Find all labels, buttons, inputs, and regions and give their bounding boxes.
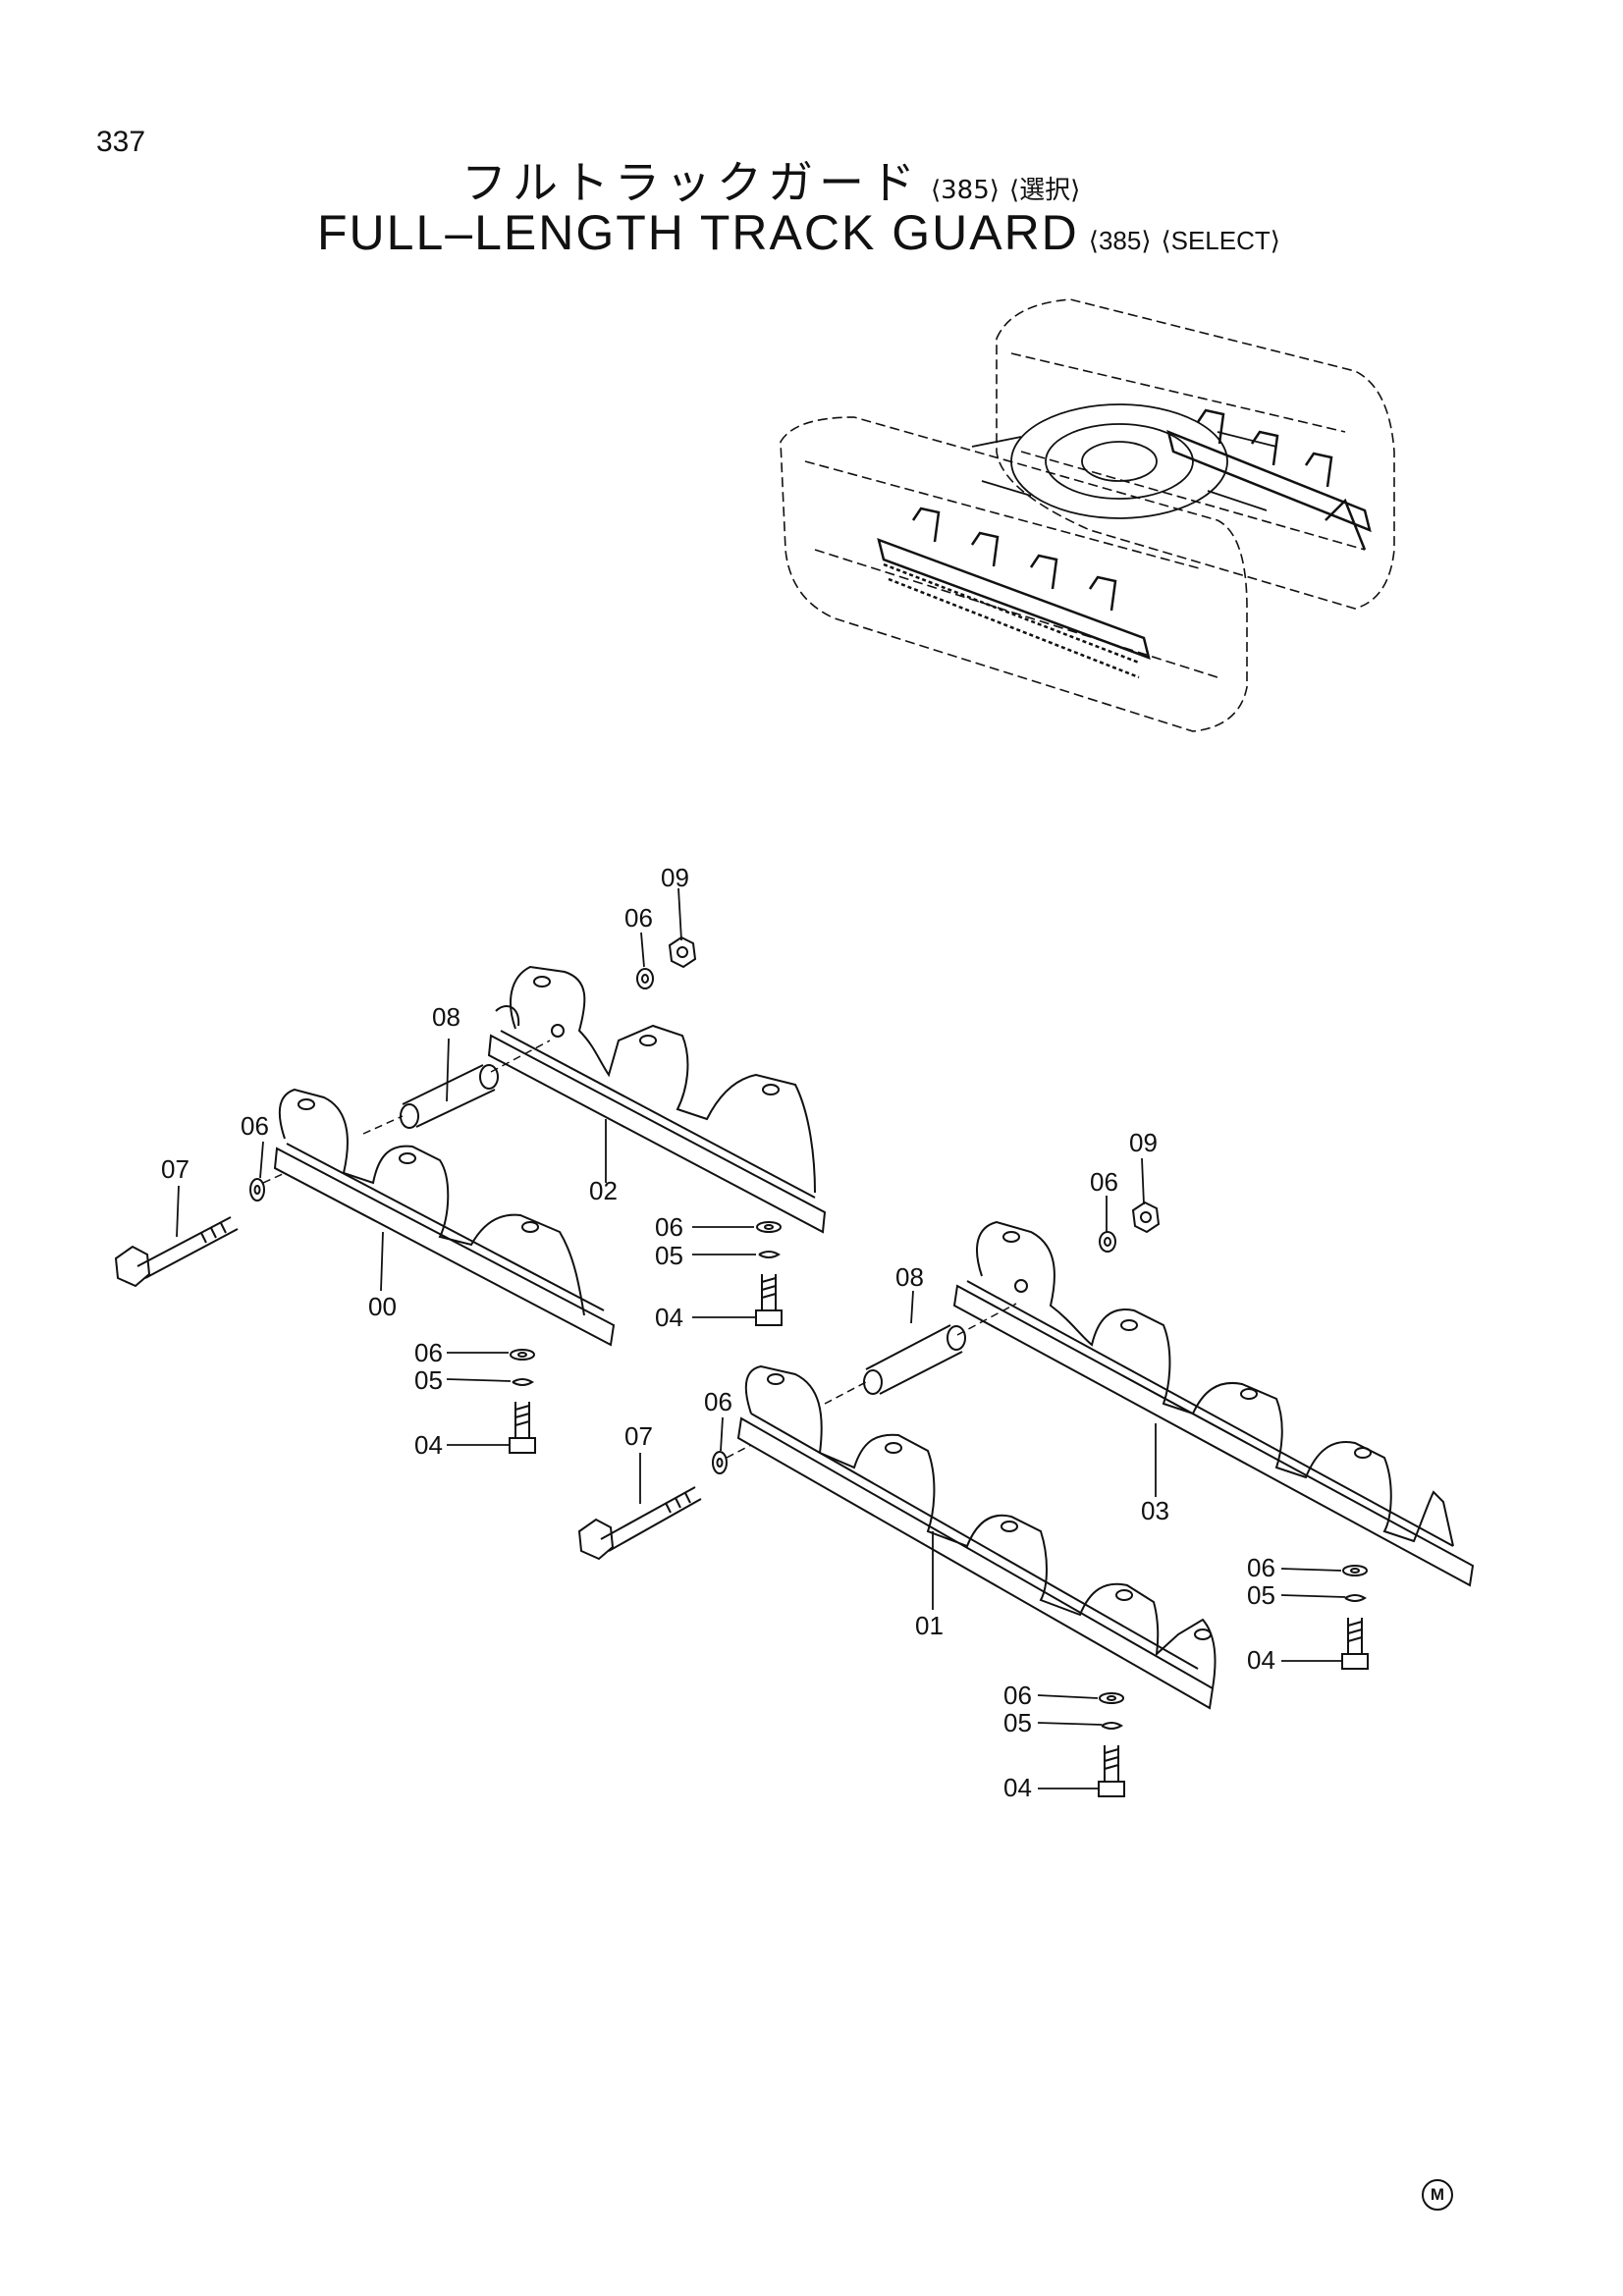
callout-06-left-outer: 06 <box>241 1111 269 1141</box>
circled-m-mark: M <box>1422 2179 1453 2211</box>
title-en-main: FULL–LENGTH TRACK GUARD <box>317 205 1079 260</box>
undercarriage-center <box>971 403 1277 519</box>
title-jp-tag-select: ⟨選択⟩ <box>1008 176 1081 205</box>
overview-guard-left <box>877 507 1151 679</box>
callout-07-right: 07 <box>624 1421 653 1451</box>
bolt-stack-d <box>1098 1692 1125 1797</box>
callout-05-stack-c: 05 <box>1247 1580 1275 1610</box>
callout-00: 00 <box>368 1292 397 1321</box>
bolt-stack-a <box>755 1221 783 1326</box>
spacer-left <box>400 1064 499 1129</box>
callout-02: 02 <box>589 1176 618 1205</box>
guard-02-drawing <box>487 965 827 1234</box>
callout-08-right: 08 <box>895 1262 924 1292</box>
callout-08-left: 08 <box>432 1002 460 1032</box>
assembly-lines <box>262 1040 1017 1459</box>
title-jp-tag-model: ⟨385⟩ <box>931 176 1000 205</box>
long-bolt-left <box>114 1216 239 1288</box>
guard-01-drawing <box>736 1364 1217 1710</box>
callout-03: 03 <box>1141 1496 1169 1525</box>
title-japanese: フルトラックガード ⟨385⟩ ⟨選択⟩ <box>461 147 1080 212</box>
long-bolt-right <box>577 1486 702 1561</box>
callout-05-stack-d: 05 <box>1003 1708 1032 1737</box>
callout-07-left: 07 <box>161 1154 189 1184</box>
bolt-stack-c <box>1341 1565 1369 1670</box>
callout-04-stack-a: 04 <box>655 1303 683 1332</box>
leader-lines <box>176 887 1346 1789</box>
callout-05-stack-b: 05 <box>414 1365 443 1395</box>
washer-left-top <box>636 968 654 989</box>
overview-guard-right <box>1166 408 1372 551</box>
callout-06-stack-a: 06 <box>655 1212 683 1242</box>
page-number: 337 <box>96 126 146 158</box>
callout-04-stack-b: 04 <box>414 1430 443 1460</box>
undercarriage-overview <box>780 298 1395 732</box>
callout-06-stack-b: 06 <box>414 1338 443 1367</box>
washer-right-top <box>1099 1231 1116 1253</box>
spacer-right <box>863 1324 966 1395</box>
callout-09-right: 09 <box>1129 1128 1158 1157</box>
washer-right-outer <box>712 1451 728 1474</box>
bolt-stack-b <box>509 1349 536 1454</box>
callout-06-left-top: 06 <box>624 903 653 933</box>
washer-left-outer <box>249 1178 265 1201</box>
guard-03-drawing <box>952 1220 1475 1587</box>
nut-right <box>1131 1201 1161 1234</box>
nut-left <box>668 935 697 969</box>
title-english: FULL–LENGTH TRACK GUARD ⟨385⟩ ⟨SELECT⟩ <box>317 204 1280 261</box>
title-jp-main: フルトラックガード <box>461 156 921 209</box>
guard-00-drawing <box>273 1088 616 1347</box>
title-en-tag-select: ⟨SELECT⟩ <box>1161 226 1280 255</box>
callout-06-right-top: 06 <box>1090 1167 1118 1197</box>
callout-06-stack-c: 06 <box>1247 1553 1275 1582</box>
callout-04-stack-c: 04 <box>1247 1645 1275 1675</box>
callout-06-right-outer: 06 <box>704 1387 732 1416</box>
callout-09-left: 09 <box>661 863 689 892</box>
title-en-tag-model: ⟨385⟩ <box>1088 226 1152 255</box>
callout-05-stack-a: 05 <box>655 1241 683 1270</box>
callout-01: 01 <box>915 1611 944 1640</box>
callout-04-stack-d: 04 <box>1003 1773 1032 1802</box>
callout-06-stack-d: 06 <box>1003 1681 1032 1710</box>
